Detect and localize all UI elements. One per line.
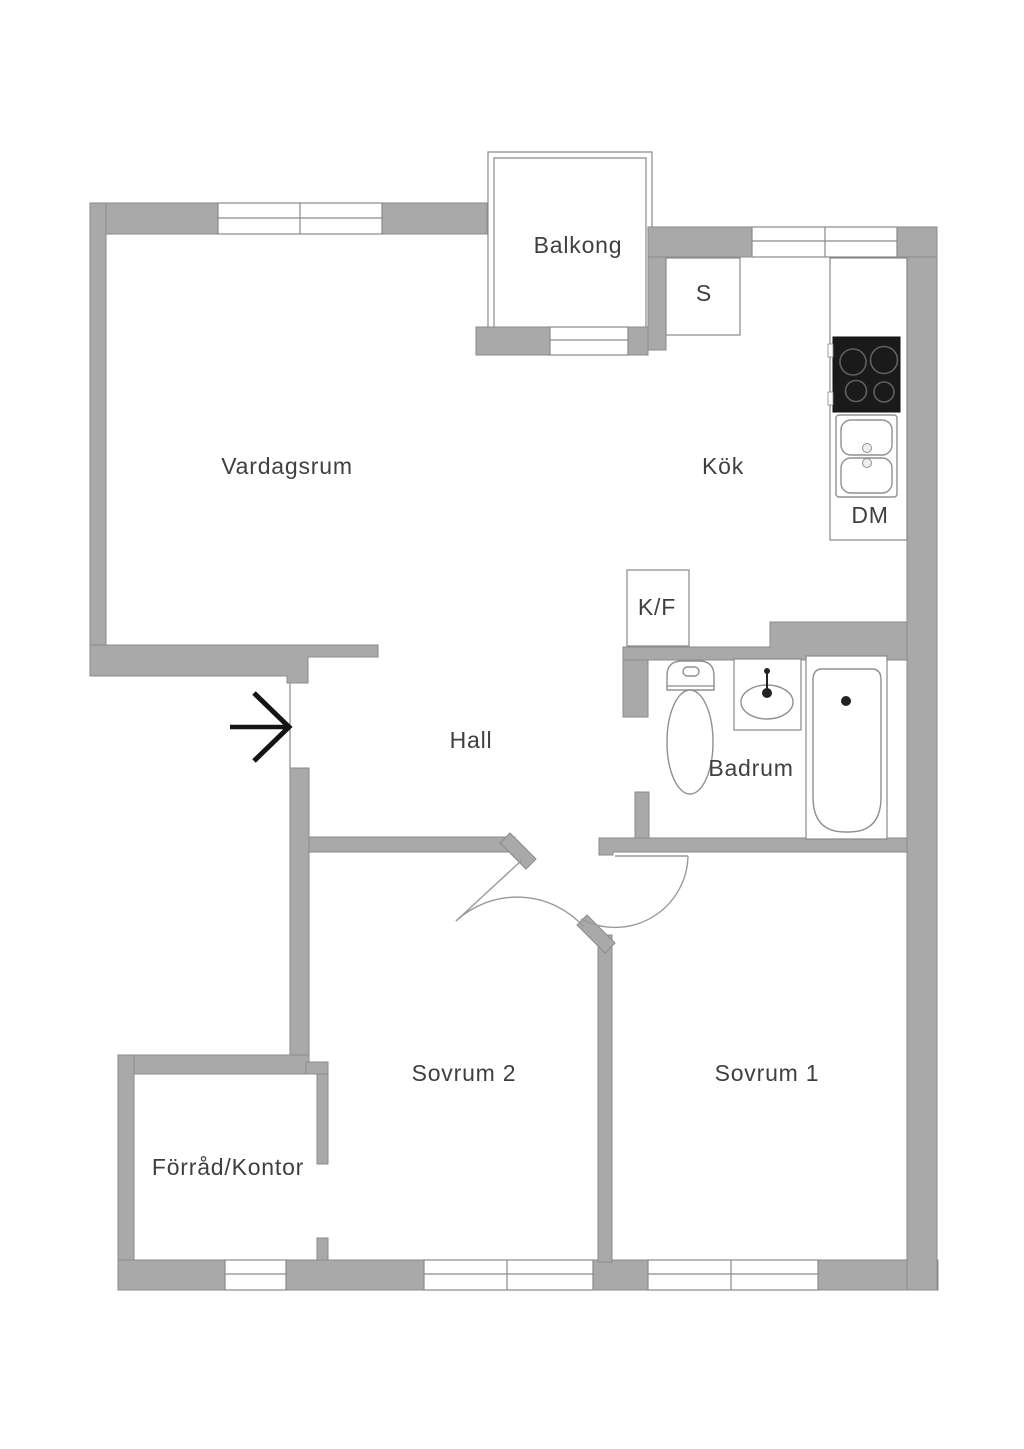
wall-forrad-top	[117, 1054, 310, 1075]
s-closet-box	[665, 257, 741, 336]
wall-left	[89, 202, 107, 677]
label-vardagsrum: Vardagsrum	[221, 453, 353, 479]
wall-balcony-bottom-left	[475, 326, 551, 356]
wall-kitchen-top-corner	[896, 226, 938, 258]
windows-layer	[217, 202, 898, 1291]
label-sovrum1: Sovrum 1	[715, 1060, 820, 1086]
label-sovrum2: Sovrum 2	[412, 1060, 517, 1086]
wall-bottom-1	[117, 1259, 226, 1291]
entrance-arrow-icon	[230, 691, 293, 763]
wall-forrad-notch	[305, 1061, 329, 1075]
label-s-closet: S	[696, 280, 712, 306]
wall-s-closet-left	[647, 256, 667, 351]
wall-vardagsrum-bottom	[89, 644, 379, 684]
kitchen-sink-icon	[835, 414, 898, 498]
window-kok	[751, 226, 898, 258]
wall-bath-bottom	[598, 837, 908, 856]
wall-balcony-bottom-right	[627, 326, 649, 356]
wall-hall-left	[289, 767, 310, 1056]
label-badrum: Badrum	[708, 755, 793, 781]
sovrum2-door-arc	[455, 896, 585, 928]
label-kf: K/F	[638, 594, 676, 620]
wall-bath-left-upper	[622, 659, 649, 718]
wall-bottom-2	[285, 1259, 425, 1291]
label-forrad: Förråd/Kontor	[152, 1154, 304, 1180]
sovrum2-door-leaf	[455, 859, 523, 922]
window-balcony-door	[549, 326, 629, 356]
doors-layer	[289, 683, 689, 929]
wall-forrad-left	[117, 1054, 135, 1291]
washbasin-icon	[733, 658, 802, 731]
wall-kitchen-top	[647, 226, 753, 258]
wall-bottom-3	[592, 1259, 649, 1291]
window-sovrum2	[423, 1259, 594, 1291]
window-sovrum1	[647, 1259, 819, 1291]
label-kok: Kök	[702, 453, 744, 479]
window-forrad	[224, 1259, 287, 1291]
fridge-freezer-box	[626, 569, 690, 647]
labels-layer: Balkong S Vardagsrum Kök DM K/F Hall Bad…	[152, 232, 888, 1180]
walls-layer	[89, 202, 939, 1291]
wall-right	[906, 226, 938, 1291]
label-dm: DM	[851, 502, 888, 528]
sovrum1-door-arc	[580, 855, 689, 929]
door-jamb-divider	[576, 914, 616, 954]
wall-top-left-a	[89, 202, 219, 235]
stove-cooktop-icon	[827, 336, 901, 413]
door-jamb-sovrum2	[499, 832, 537, 870]
wall-bedroom-divider	[597, 934, 613, 1263]
wall-forrad-right-upper	[316, 1073, 329, 1165]
label-balkong: Balkong	[534, 232, 623, 258]
wall-hall-sovrum2	[308, 836, 516, 853]
window-vardagsrum	[217, 202, 383, 235]
wall-forrad-right-stub	[316, 1237, 329, 1263]
wall-bath-left-lower	[634, 791, 650, 839]
label-hall: Hall	[450, 727, 493, 753]
toilet-icon	[666, 660, 715, 795]
wall-top-left-b	[381, 202, 488, 235]
bathtub-icon	[805, 655, 888, 840]
